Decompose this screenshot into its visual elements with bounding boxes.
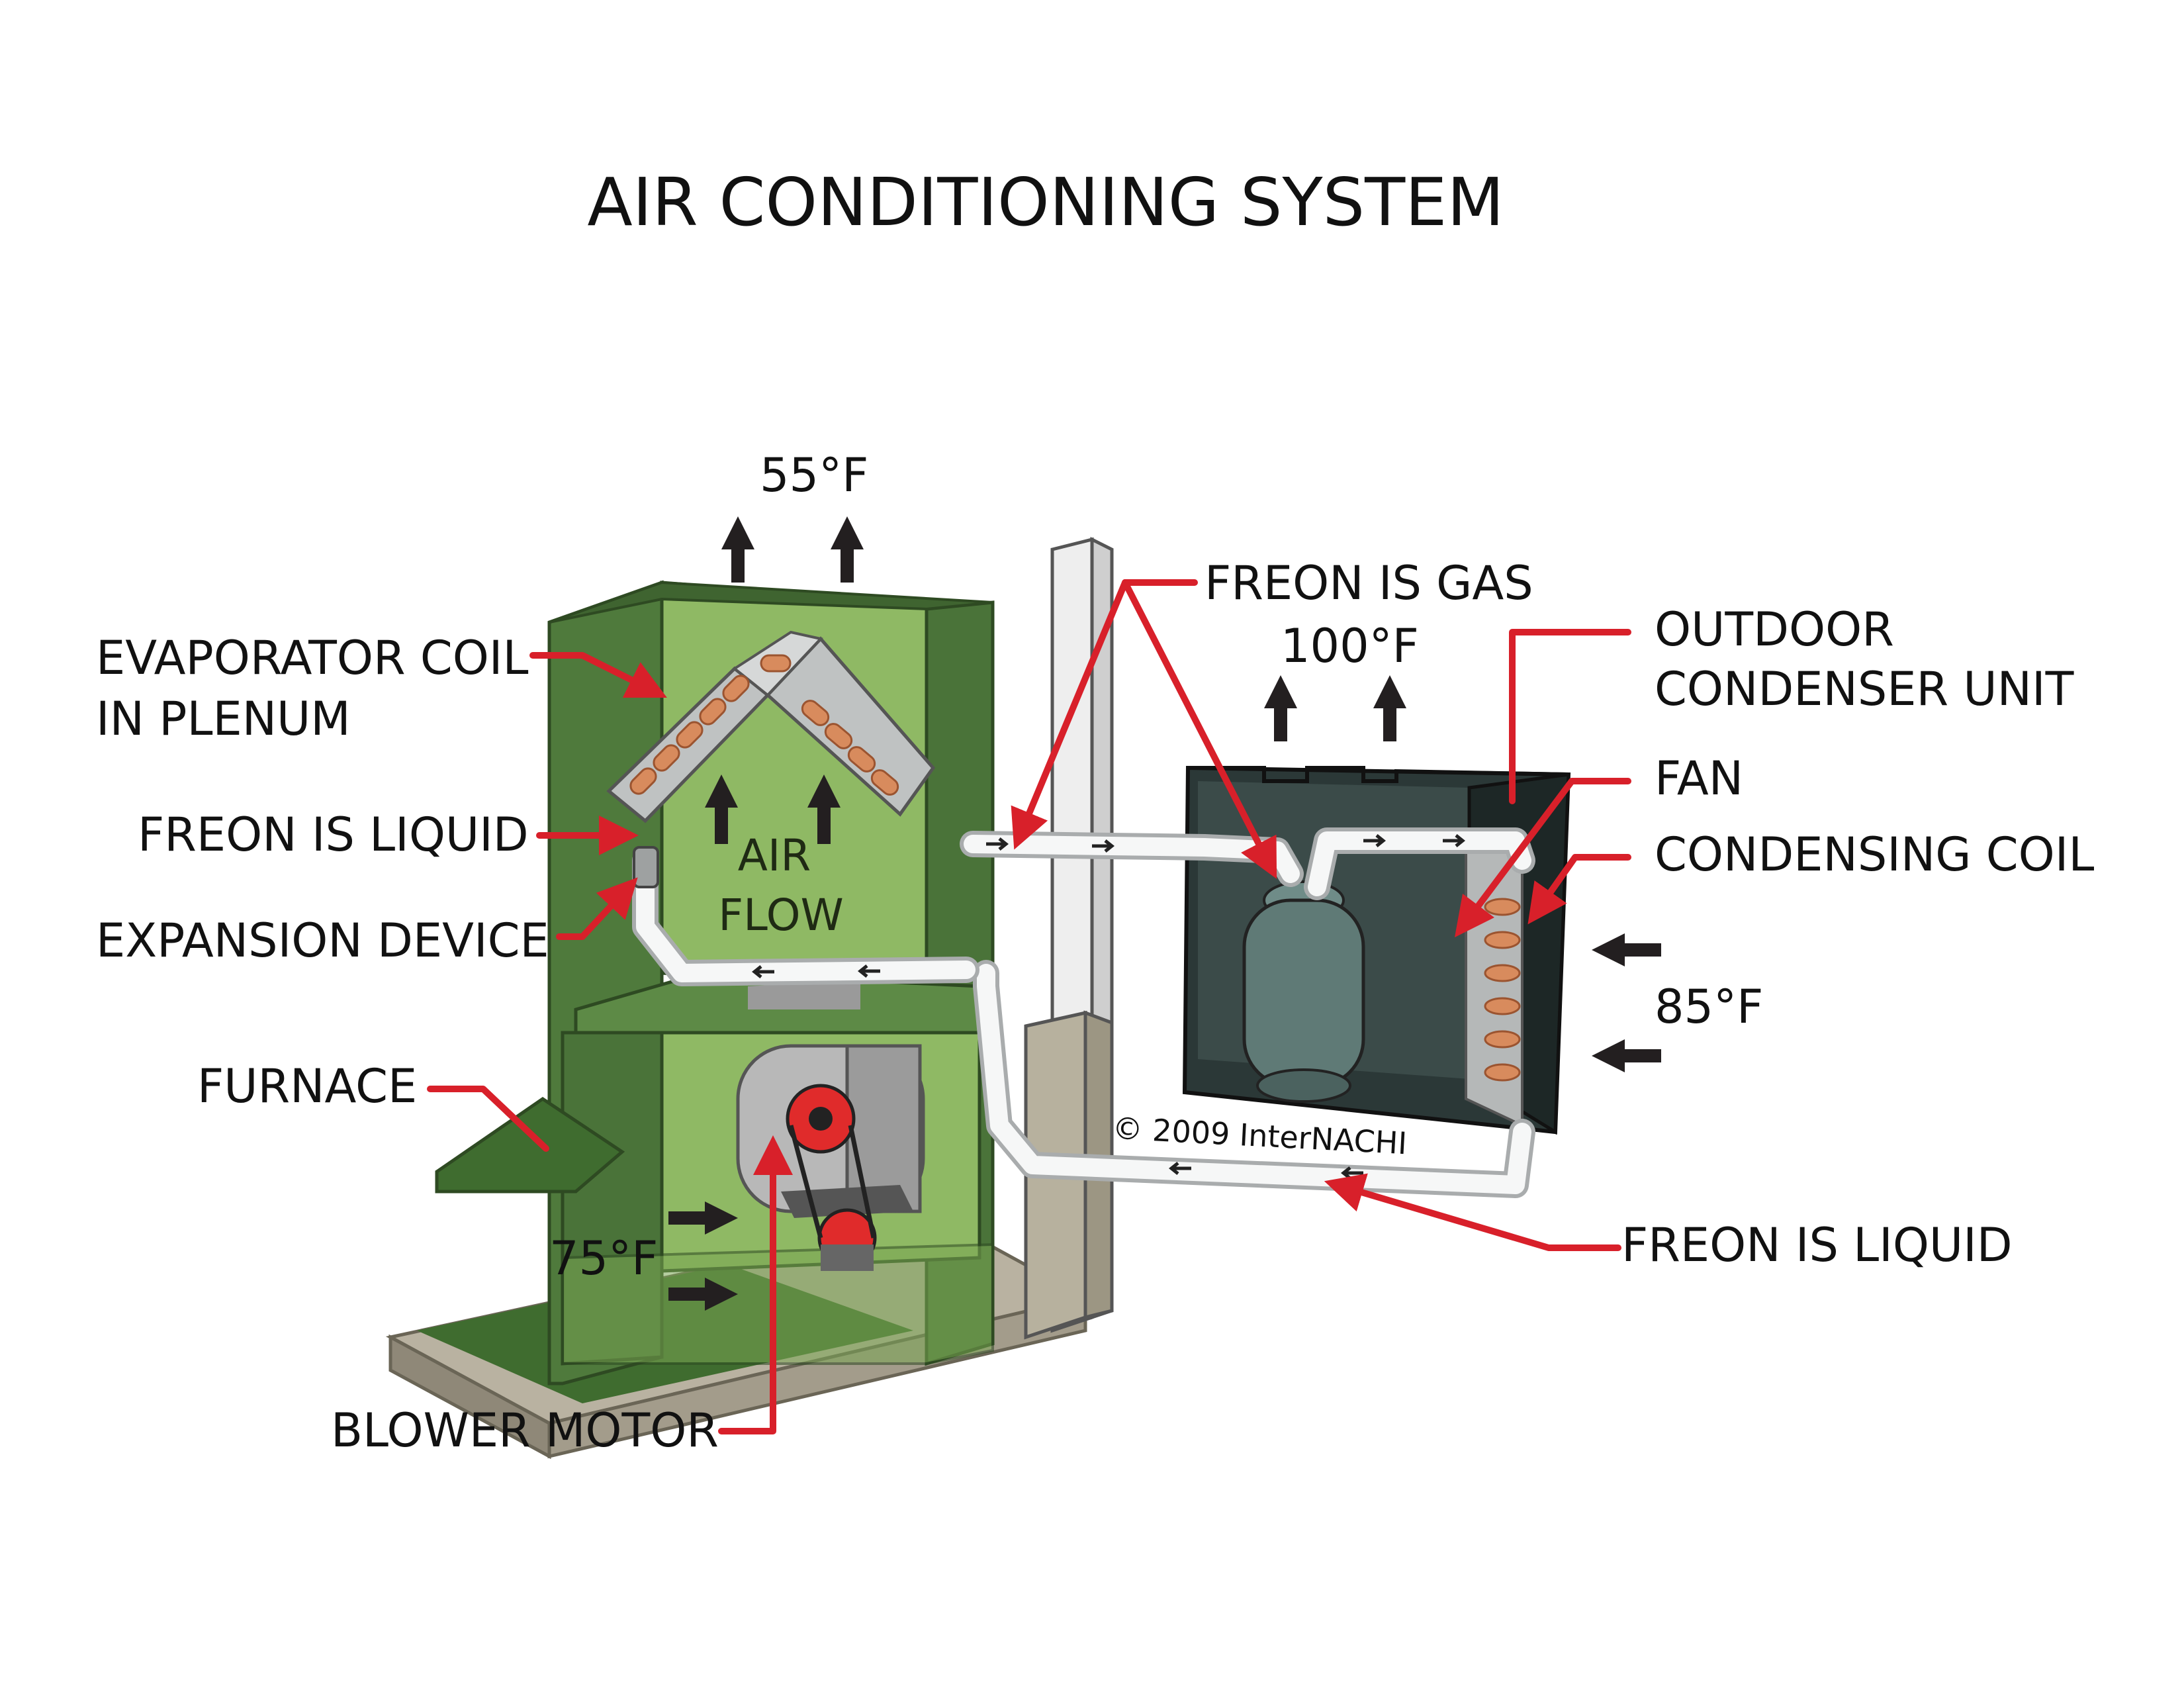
label-air-flow-1: AIR xyxy=(738,830,811,881)
compressor xyxy=(1242,880,1365,1103)
evaporator-coil xyxy=(606,630,936,823)
refrigerant-lines xyxy=(632,827,1535,1198)
supply-air-arrow-right xyxy=(831,516,864,583)
airflow-arrows xyxy=(668,516,1661,1311)
label-outdoor-condenser-2: CONDENSER UNIT xyxy=(1655,662,2074,716)
label-blower-motor: BLOWER MOTOR xyxy=(331,1403,719,1458)
label-condenser-temp: 100°F xyxy=(1281,619,1419,673)
label-freon-gas: FREON IS GAS xyxy=(1205,556,1533,610)
label-supply-temp: 55°F xyxy=(760,448,868,502)
condenser-exhaust-arrow-right xyxy=(1373,675,1406,741)
plenum-air-arrow-left xyxy=(705,774,738,844)
exterior-wall xyxy=(1024,536,1114,1340)
plenum-air-arrow-right xyxy=(807,774,841,844)
outdoor-intake-arrow-bottom xyxy=(1592,1039,1661,1072)
label-freon-liquid-bottom: FREON IS LIQUID xyxy=(1621,1218,2013,1272)
return-air-arrow-bottom xyxy=(668,1278,738,1311)
copyright-notice: © 2009 InterNACHI xyxy=(1111,1110,1408,1161)
outdoor-condenser-unit xyxy=(1182,765,1571,1135)
outdoor-intake-arrow-top xyxy=(1592,933,1661,966)
label-fan: FAN xyxy=(1655,751,1743,806)
label-evaporator-coil-2: IN PLENUM xyxy=(96,692,351,746)
diagram-title: AIR CONDITIONING SYSTEM xyxy=(587,164,1504,241)
label-condensing-coil: CONDENSING COIL xyxy=(1655,827,2094,882)
expansion-device-body xyxy=(633,846,659,888)
label-freon-liquid-left: FREON IS LIQUID xyxy=(138,808,529,862)
label-expansion-device: EXPANSION DEVICE xyxy=(96,914,549,968)
label-return-temp: 75°F xyxy=(549,1231,658,1286)
condenser-exhaust-arrow-left xyxy=(1264,675,1297,741)
label-evaporator-coil-1: EVAPORATOR COIL xyxy=(96,631,528,685)
callout-labels: 55°F EVAPORATOR COIL IN PLENUM FREON IS … xyxy=(96,448,2094,1458)
label-air-flow-2: FLOW xyxy=(718,890,844,941)
supply-air-arrow-left xyxy=(721,516,754,583)
return-air-arrow-top xyxy=(668,1201,738,1235)
leader-lines xyxy=(427,579,1631,1434)
label-outdoor-condenser-1: OUTDOOR xyxy=(1655,602,1894,657)
label-outdoor-temp: 85°F xyxy=(1655,980,1763,1034)
label-furnace: FURNACE xyxy=(197,1059,417,1113)
